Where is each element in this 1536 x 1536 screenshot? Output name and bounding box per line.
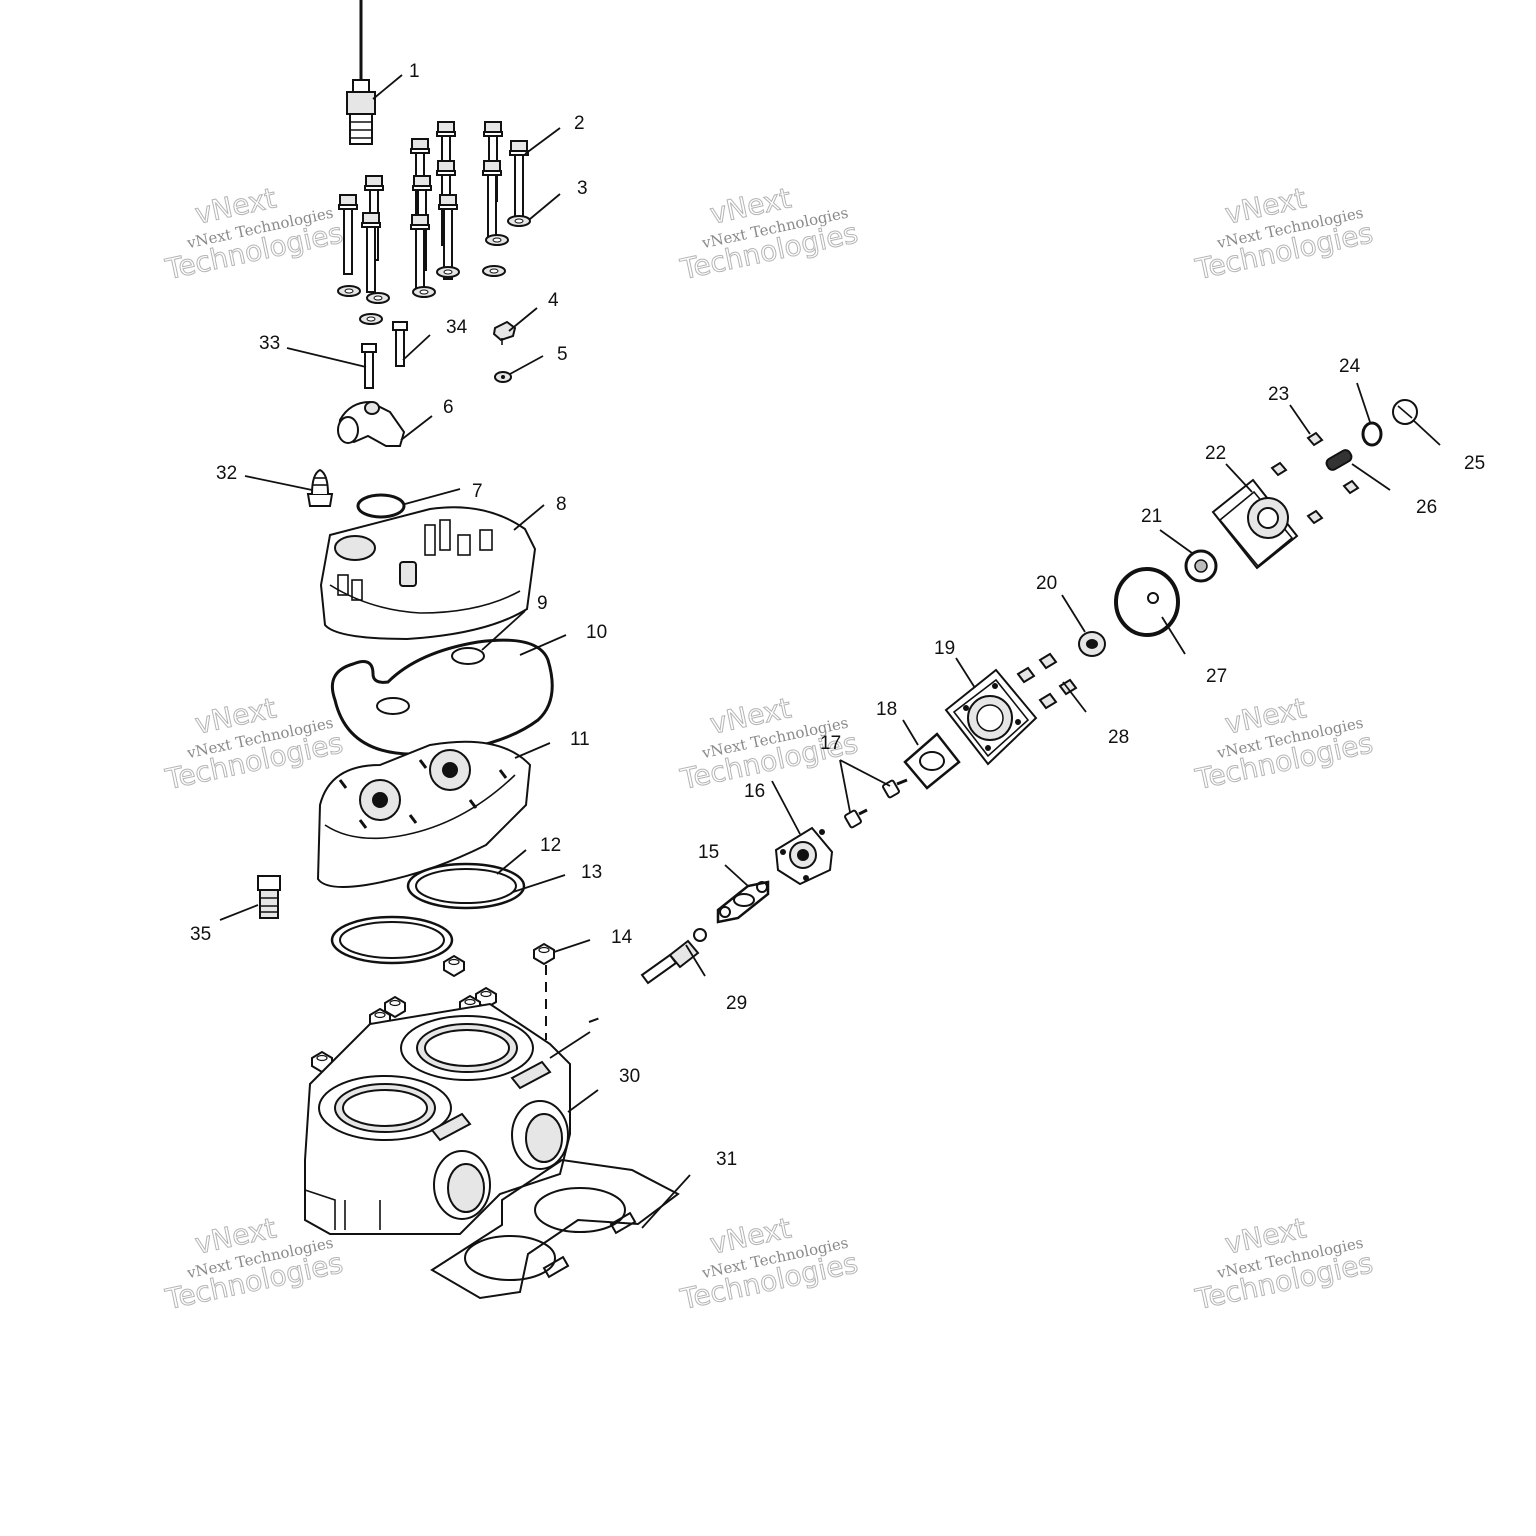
callout-12: 12 bbox=[540, 835, 561, 856]
watermark: vNext Technologies vNext Technologies bbox=[676, 181, 861, 287]
washer bbox=[485, 234, 509, 246]
part-24-o-ring bbox=[1361, 421, 1383, 447]
callout-19: 19 bbox=[934, 638, 955, 659]
washer bbox=[337, 285, 361, 297]
part-23-screws bbox=[1270, 431, 1360, 525]
part-27-diaphragm bbox=[1114, 567, 1180, 637]
part-10-head-seal bbox=[330, 638, 554, 756]
watermark: vNext Technologies vNext Technologies bbox=[676, 1211, 861, 1317]
callout-6: 6 bbox=[443, 397, 454, 418]
callout-24: 24 bbox=[1339, 356, 1361, 377]
callout-5: 5 bbox=[557, 344, 568, 365]
washer bbox=[436, 266, 460, 278]
callout-30: 30 bbox=[619, 1066, 640, 1087]
leader-lines bbox=[219, 74, 1441, 1229]
head-bolt bbox=[338, 194, 358, 275]
callout-18: 18 bbox=[876, 699, 897, 720]
part-29-fitting bbox=[640, 928, 707, 985]
callout-33: 33 bbox=[259, 333, 280, 354]
callout-labels: 1 2 3 4 5 6 7 8 9 10 11 12 13 14 15 16 1… bbox=[190, 61, 1485, 1170]
nut bbox=[533, 942, 555, 966]
part-26-spring bbox=[1325, 449, 1353, 471]
callout-1: 1 bbox=[409, 61, 420, 82]
part-15-gasket bbox=[716, 880, 770, 924]
part-2-head-bolts bbox=[338, 121, 529, 295]
callout-25: 25 bbox=[1464, 453, 1485, 474]
part-7-o-ring bbox=[356, 493, 406, 519]
part-33-bolt bbox=[361, 343, 377, 389]
callout-29: 29 bbox=[726, 993, 747, 1014]
head-bolt bbox=[482, 160, 502, 241]
watermark: vNext Technologies vNext Technologies bbox=[1191, 1211, 1376, 1317]
part-11-cylinder-head bbox=[316, 740, 532, 888]
callout-34: 34 bbox=[446, 317, 468, 338]
watermark: vNext Technologies vNext Technologies bbox=[1191, 181, 1376, 287]
callout-32: 32 bbox=[216, 463, 237, 484]
callout-7: 7 bbox=[472, 481, 483, 502]
part-21-ring bbox=[1184, 549, 1218, 583]
head-bolt bbox=[361, 212, 381, 293]
part-22-pump-cover bbox=[1211, 478, 1299, 570]
callout-2: 2 bbox=[574, 113, 585, 134]
part-9-o-rings bbox=[376, 647, 485, 715]
callout-27: 27 bbox=[1206, 666, 1227, 687]
part-4-screw bbox=[492, 320, 517, 345]
watermark: vNext Technologies vNext Technologies bbox=[1191, 691, 1376, 797]
part-17-bolts bbox=[844, 778, 908, 829]
washer bbox=[359, 313, 383, 325]
callout-20: 20 bbox=[1036, 573, 1057, 594]
part-30-cylinder-block bbox=[304, 1002, 571, 1235]
part-19-pump-plate bbox=[944, 668, 1038, 766]
callout-17: 17 bbox=[820, 733, 841, 754]
washer bbox=[412, 286, 436, 298]
part-32-thermostat bbox=[306, 468, 334, 507]
washer bbox=[507, 215, 531, 227]
callout-4: 4 bbox=[548, 290, 559, 311]
callout-15: 15 bbox=[698, 842, 719, 863]
callout-22: 22 bbox=[1205, 443, 1226, 464]
callout-9: 9 bbox=[537, 593, 548, 614]
callout-26: 26 bbox=[1416, 497, 1437, 518]
callout-31: 31 bbox=[716, 1149, 737, 1170]
part-20-seal bbox=[1078, 631, 1106, 657]
callout-8: 8 bbox=[556, 494, 567, 515]
part-28-screws bbox=[1016, 652, 1078, 710]
callout-11: 11 bbox=[570, 729, 590, 750]
callout-16: 16 bbox=[744, 781, 765, 802]
part-16-pump-housing bbox=[774, 826, 834, 886]
part-34-bolt bbox=[392, 321, 408, 367]
part-18-gasket bbox=[903, 732, 961, 790]
part-5-washer bbox=[494, 371, 512, 383]
part-6-outlet-housing bbox=[337, 400, 406, 447]
callout-13: 13 bbox=[581, 862, 602, 883]
part-25-cap bbox=[1392, 399, 1418, 425]
part-14-nuts bbox=[311, 942, 555, 1074]
callout-3: 3 bbox=[577, 178, 588, 199]
washer bbox=[366, 292, 390, 304]
callout-28: 28 bbox=[1108, 727, 1129, 748]
callout-35: 35 bbox=[190, 924, 211, 945]
callout-21: 21 bbox=[1141, 506, 1162, 527]
callout-14: 14 bbox=[611, 927, 633, 948]
head-bolt bbox=[438, 194, 458, 280]
part-35-fitting bbox=[257, 875, 281, 919]
part-3-washers bbox=[337, 215, 531, 325]
callout-10: 10 bbox=[586, 622, 607, 643]
nut bbox=[443, 954, 465, 978]
watermark: vNext Technologies vNext Technologies bbox=[161, 181, 346, 287]
callout-23: 23 bbox=[1268, 384, 1289, 405]
watermark: vNext Technologies vNext Technologies bbox=[161, 691, 346, 797]
part-12-13-o-rings bbox=[330, 862, 526, 965]
washer bbox=[482, 265, 506, 277]
part-8-head-cover bbox=[319, 506, 537, 641]
part-1-temp-sensor bbox=[346, 0, 376, 145]
